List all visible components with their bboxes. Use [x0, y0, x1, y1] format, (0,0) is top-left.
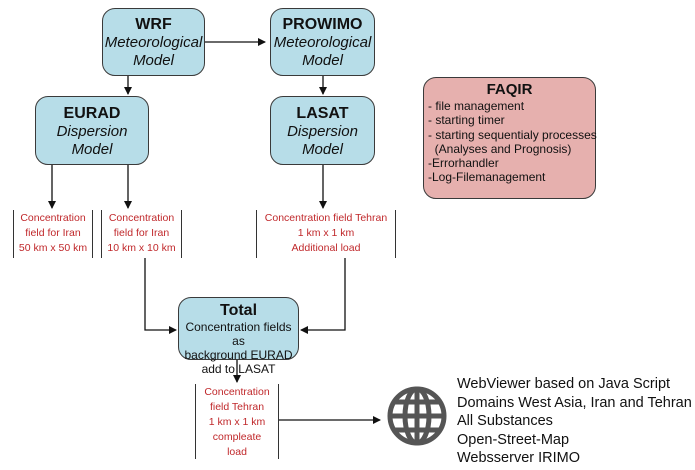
- faqir-title: FAQIR: [486, 81, 533, 98]
- prowimo-node: PROWIMO Meteorological Model: [270, 8, 375, 76]
- total-line-1: Concentration fields as: [185, 320, 292, 348]
- faqir-item: (Analyses and Prognosis): [428, 141, 572, 156]
- output-line: 1 km x 1 km: [297, 227, 355, 239]
- wrf-subtitle-1: Meteorological: [104, 34, 203, 51]
- prowimo-subtitle-1: Meteorological: [273, 34, 372, 51]
- wrf-title: WRF: [135, 16, 172, 33]
- webviewer-line: WebViewer based on Java Script: [457, 376, 671, 392]
- output-line: Concentration field Tehran: [264, 212, 388, 224]
- output-line: load: [227, 446, 247, 458]
- output-line: Concentration: [20, 212, 86, 224]
- webviewer-description: WebViewer based on Java Script Domains W…: [457, 375, 692, 468]
- total-node: Total Concentration fields as background…: [178, 297, 299, 376]
- output-line: field for Iran: [25, 227, 81, 239]
- output-line: field for Iran: [113, 227, 170, 239]
- output-tehran-complete: Concentration field Tehran 1 km x 1 km c…: [195, 384, 279, 459]
- lasat-title: LASAT: [296, 105, 349, 122]
- faqir-box: FAQIR - file management - starting timer…: [423, 77, 597, 199]
- lasat-node: LASAT Dispersion Model: [270, 96, 375, 165]
- output-line: compleate: [212, 431, 262, 443]
- output-line: Concentration: [204, 386, 270, 398]
- globe-icon: [387, 386, 447, 446]
- total-title: Total: [219, 302, 258, 319]
- arrow-iran10-to-total: [144, 258, 177, 334]
- output-line: Concentration: [108, 212, 175, 224]
- wrf-subtitle-2: Model: [133, 52, 174, 69]
- output-line: 1 km x 1 km: [208, 416, 266, 428]
- faqir-item: - starting sequentialy processes: [428, 127, 597, 142]
- output-line: 50 km x 50 km: [18, 242, 88, 254]
- arrow-tehran-to-total: [300, 258, 346, 334]
- faqir-item: -Errorhandler: [428, 156, 499, 171]
- total-line-3: add to LASAT: [201, 362, 276, 376]
- faqir-item: - starting timer: [428, 113, 505, 128]
- wrf-node: WRF Meteorological Model: [102, 8, 205, 76]
- eurad-node: EURAD Dispersion Model: [35, 96, 149, 165]
- output-iran-50km: Concentration field for Iran 50 km x 50 …: [13, 210, 93, 258]
- webviewer-line: Open-Street-Map: [457, 431, 570, 448]
- output-tehran-additional: Concentration field Tehran 1 km x 1 km A…: [256, 210, 396, 258]
- output-line: field Tehran: [209, 401, 265, 413]
- webviewer-line: All Substances: [457, 413, 553, 429]
- faqir-item: -Log-Filemanagement: [428, 170, 546, 185]
- eurad-subtitle-1: Dispersion: [56, 123, 128, 140]
- total-line-2: background EURAD: [184, 348, 293, 362]
- lasat-subtitle-2: Model: [302, 141, 343, 158]
- webviewer-line: Domains West Asia, Iran and Tehran: [457, 394, 692, 411]
- output-line: 10 km x 10 km: [107, 242, 176, 254]
- output-iran-10km: Concentration field for Iran 10 km x 10 …: [101, 210, 182, 258]
- prowimo-subtitle-2: Model: [302, 52, 343, 69]
- prowimo-title: PROWIMO: [282, 16, 363, 33]
- webviewer-line: Websserver IRIMO: [457, 450, 581, 466]
- eurad-subtitle-2: Model: [71, 141, 113, 158]
- eurad-title: EURAD: [63, 105, 121, 122]
- lasat-subtitle-1: Dispersion: [287, 123, 358, 140]
- faqir-item: - file management: [428, 99, 525, 113]
- output-line: Additional load: [291, 242, 361, 254]
